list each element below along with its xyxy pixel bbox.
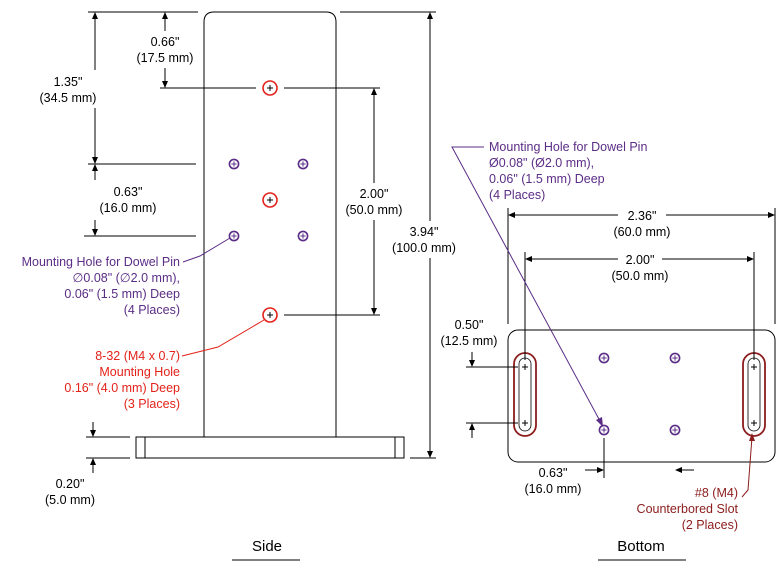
side-tapped-hole-middle — [262, 192, 278, 208]
bottom-dim-0-63-in: 0.63" — [539, 466, 568, 480]
side-dim-0-66-mm: (17.5 mm) — [137, 51, 194, 65]
bottom-dim-2-36-in: 2.36" — [628, 209, 657, 223]
side-dim-1-35-in: 1.35" — [54, 75, 83, 89]
side-dim-3-94-in: 3.94" — [410, 225, 439, 239]
side-dowel-callout-line-1: Mounting Hole for Dowel Pin — [22, 255, 180, 269]
bottom-slot-callout-line-3: (2 Places) — [682, 518, 738, 532]
side-dowel-hole-1 — [228, 158, 240, 170]
side-dim-0-63-mm: (16.0 mm) — [100, 201, 157, 215]
side-dim-0-66-in: 0.66" — [151, 35, 180, 49]
side-base — [135, 436, 405, 459]
side-dowel-hole-4 — [297, 230, 309, 242]
side-dim-1-35-mm: (34.5 mm) — [40, 91, 97, 105]
bottom-outline — [507, 329, 776, 463]
side-tapped-callout-line-4: (3 Places) — [124, 397, 180, 411]
bottom-dim-0-63-mm: (16.0 mm) — [525, 482, 582, 496]
bottom-dowel-callout-line-2: Ø0.08" (Ø2.0 mm), — [489, 156, 594, 170]
side-dim-2-00-mm: (50.0 mm) — [346, 203, 403, 217]
side-dim-0-63-in: 0.63" — [114, 185, 143, 199]
bottom-dowel-callout-line-4: (4 Places) — [489, 188, 545, 202]
side-dowel-hole-2 — [297, 158, 309, 170]
bottom-dowel-hole-4 — [669, 424, 681, 436]
side-dowel-callout-line-3: 0.06" (1.5 mm) Deep — [64, 287, 180, 301]
bottom-view-title: Bottom — [617, 538, 665, 555]
bottom-dim-0-50-mm: (12.5 mm) — [441, 334, 498, 348]
bottom-slot-callout-line-2: Counterbored Slot — [637, 502, 739, 516]
bottom-view: 2.36" (60.0 mm) 2.00" (50.0 mm) 0.50" (1… — [441, 140, 776, 561]
side-view-title: Side — [252, 538, 282, 555]
bottom-dowel-hole-2 — [669, 352, 681, 364]
side-tapped-callout-line-3: 0.16" (4.0 mm) Deep — [64, 381, 180, 395]
side-dim-0-20-in: 0.20" — [56, 477, 85, 491]
bottom-dowel-callout-line-1: Mounting Hole for Dowel Pin — [489, 140, 647, 154]
bottom-dim-2-00-mm: (50.0 mm) — [612, 269, 669, 283]
side-dim-0-20-mm: (5.0 mm) — [45, 493, 95, 507]
bottom-slot-callout-line-1: #8 (M4) — [695, 486, 738, 500]
bottom-dowel-hole-1 — [598, 352, 610, 364]
bottom-dim-2-00-in: 2.00" — [626, 253, 655, 267]
side-tapped-callout-line-1: 8-32 (M4 x 0.7) — [95, 349, 180, 363]
bottom-dim-2-36-mm: (60.0 mm) — [614, 225, 671, 239]
side-dowel-callout-line-4: (4 Places) — [124, 303, 180, 317]
side-tapped-hole-top — [262, 80, 278, 96]
side-profile — [203, 11, 337, 437]
side-tapped-hole-bottom — [262, 307, 278, 323]
side-dim-3-94-mm: (100.0 mm) — [392, 241, 456, 255]
side-dowel-callout-line-2: ∅0.08" (∅2.0 mm), — [73, 271, 181, 285]
side-dim-2-00-in: 2.00" — [360, 187, 389, 201]
side-view: 0.66" (17.5 mm) 1.35" (34.5 mm) 0.63" (1… — [22, 11, 456, 561]
bottom-dowel-callout-line-3: 0.06" (1.5 mm) Deep — [489, 172, 605, 186]
bottom-dim-0-50-in: 0.50" — [455, 318, 484, 332]
side-dowel-hole-3 — [228, 230, 240, 242]
bottom-dowel-hole-3 — [598, 424, 610, 436]
side-tapped-callout-line-2: Mounting Hole — [99, 365, 180, 379]
